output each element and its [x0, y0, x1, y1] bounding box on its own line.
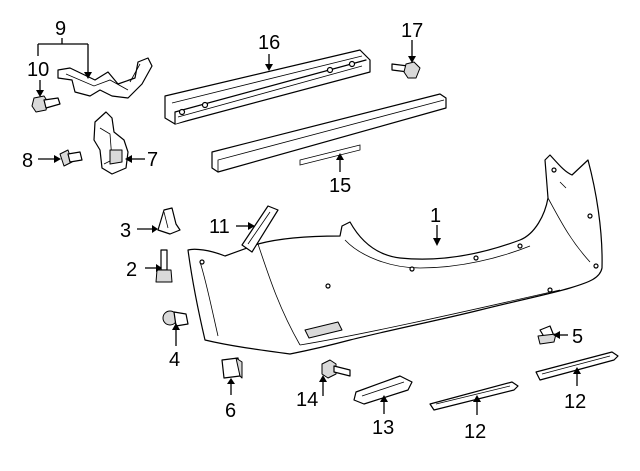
callout-3: 3 — [120, 220, 131, 242]
callout-7: 7 — [147, 149, 158, 171]
callout-13: 13 — [372, 417, 394, 439]
bumper-cover-part — [187, 154, 603, 355]
bolt-17-part — [391, 61, 421, 79]
push-clip-8-part — [59, 149, 83, 167]
reinforcement-bar-part — [164, 49, 371, 125]
callout-12a: 12 — [464, 421, 486, 443]
callout-6: 6 — [225, 400, 236, 422]
bumper-bracket-part — [57, 57, 153, 99]
bolt-14-part — [321, 359, 351, 379]
reflector-13-part — [353, 375, 413, 405]
callout-1: 1 — [430, 205, 441, 227]
clip-4-part — [162, 310, 189, 327]
callout-2: 2 — [126, 259, 137, 281]
callout-12b: 12 — [564, 391, 586, 413]
callout-17: 17 — [401, 20, 423, 42]
callout-11: 11 — [209, 216, 230, 238]
callout-labels: 1 2 3 4 5 6 7 8 9 10 11 12 12 13 14 15 1… — [22, 18, 586, 443]
callout-16: 16 — [258, 32, 280, 54]
callout-15: 15 — [329, 175, 351, 197]
reflector-11-part — [241, 205, 279, 253]
callout-14: 14 — [296, 389, 318, 411]
leader-lines — [36, 38, 581, 415]
callout-4: 4 — [169, 349, 180, 371]
retainer-3-part — [157, 207, 181, 235]
callout-8: 8 — [22, 150, 33, 172]
energy-absorber-part — [211, 93, 447, 173]
bolt-10-part — [31, 95, 61, 113]
molding-12b-part — [535, 351, 619, 381]
pad-6-part — [221, 357, 243, 379]
bolt-2-part — [155, 249, 173, 283]
callout-10: 10 — [27, 59, 49, 81]
side-retainer-part — [93, 111, 129, 175]
push-clip-5-part — [537, 325, 557, 345]
callout-9: 9 — [55, 18, 66, 40]
callout-5: 5 — [572, 326, 583, 348]
molding-12a-part — [429, 381, 519, 411]
